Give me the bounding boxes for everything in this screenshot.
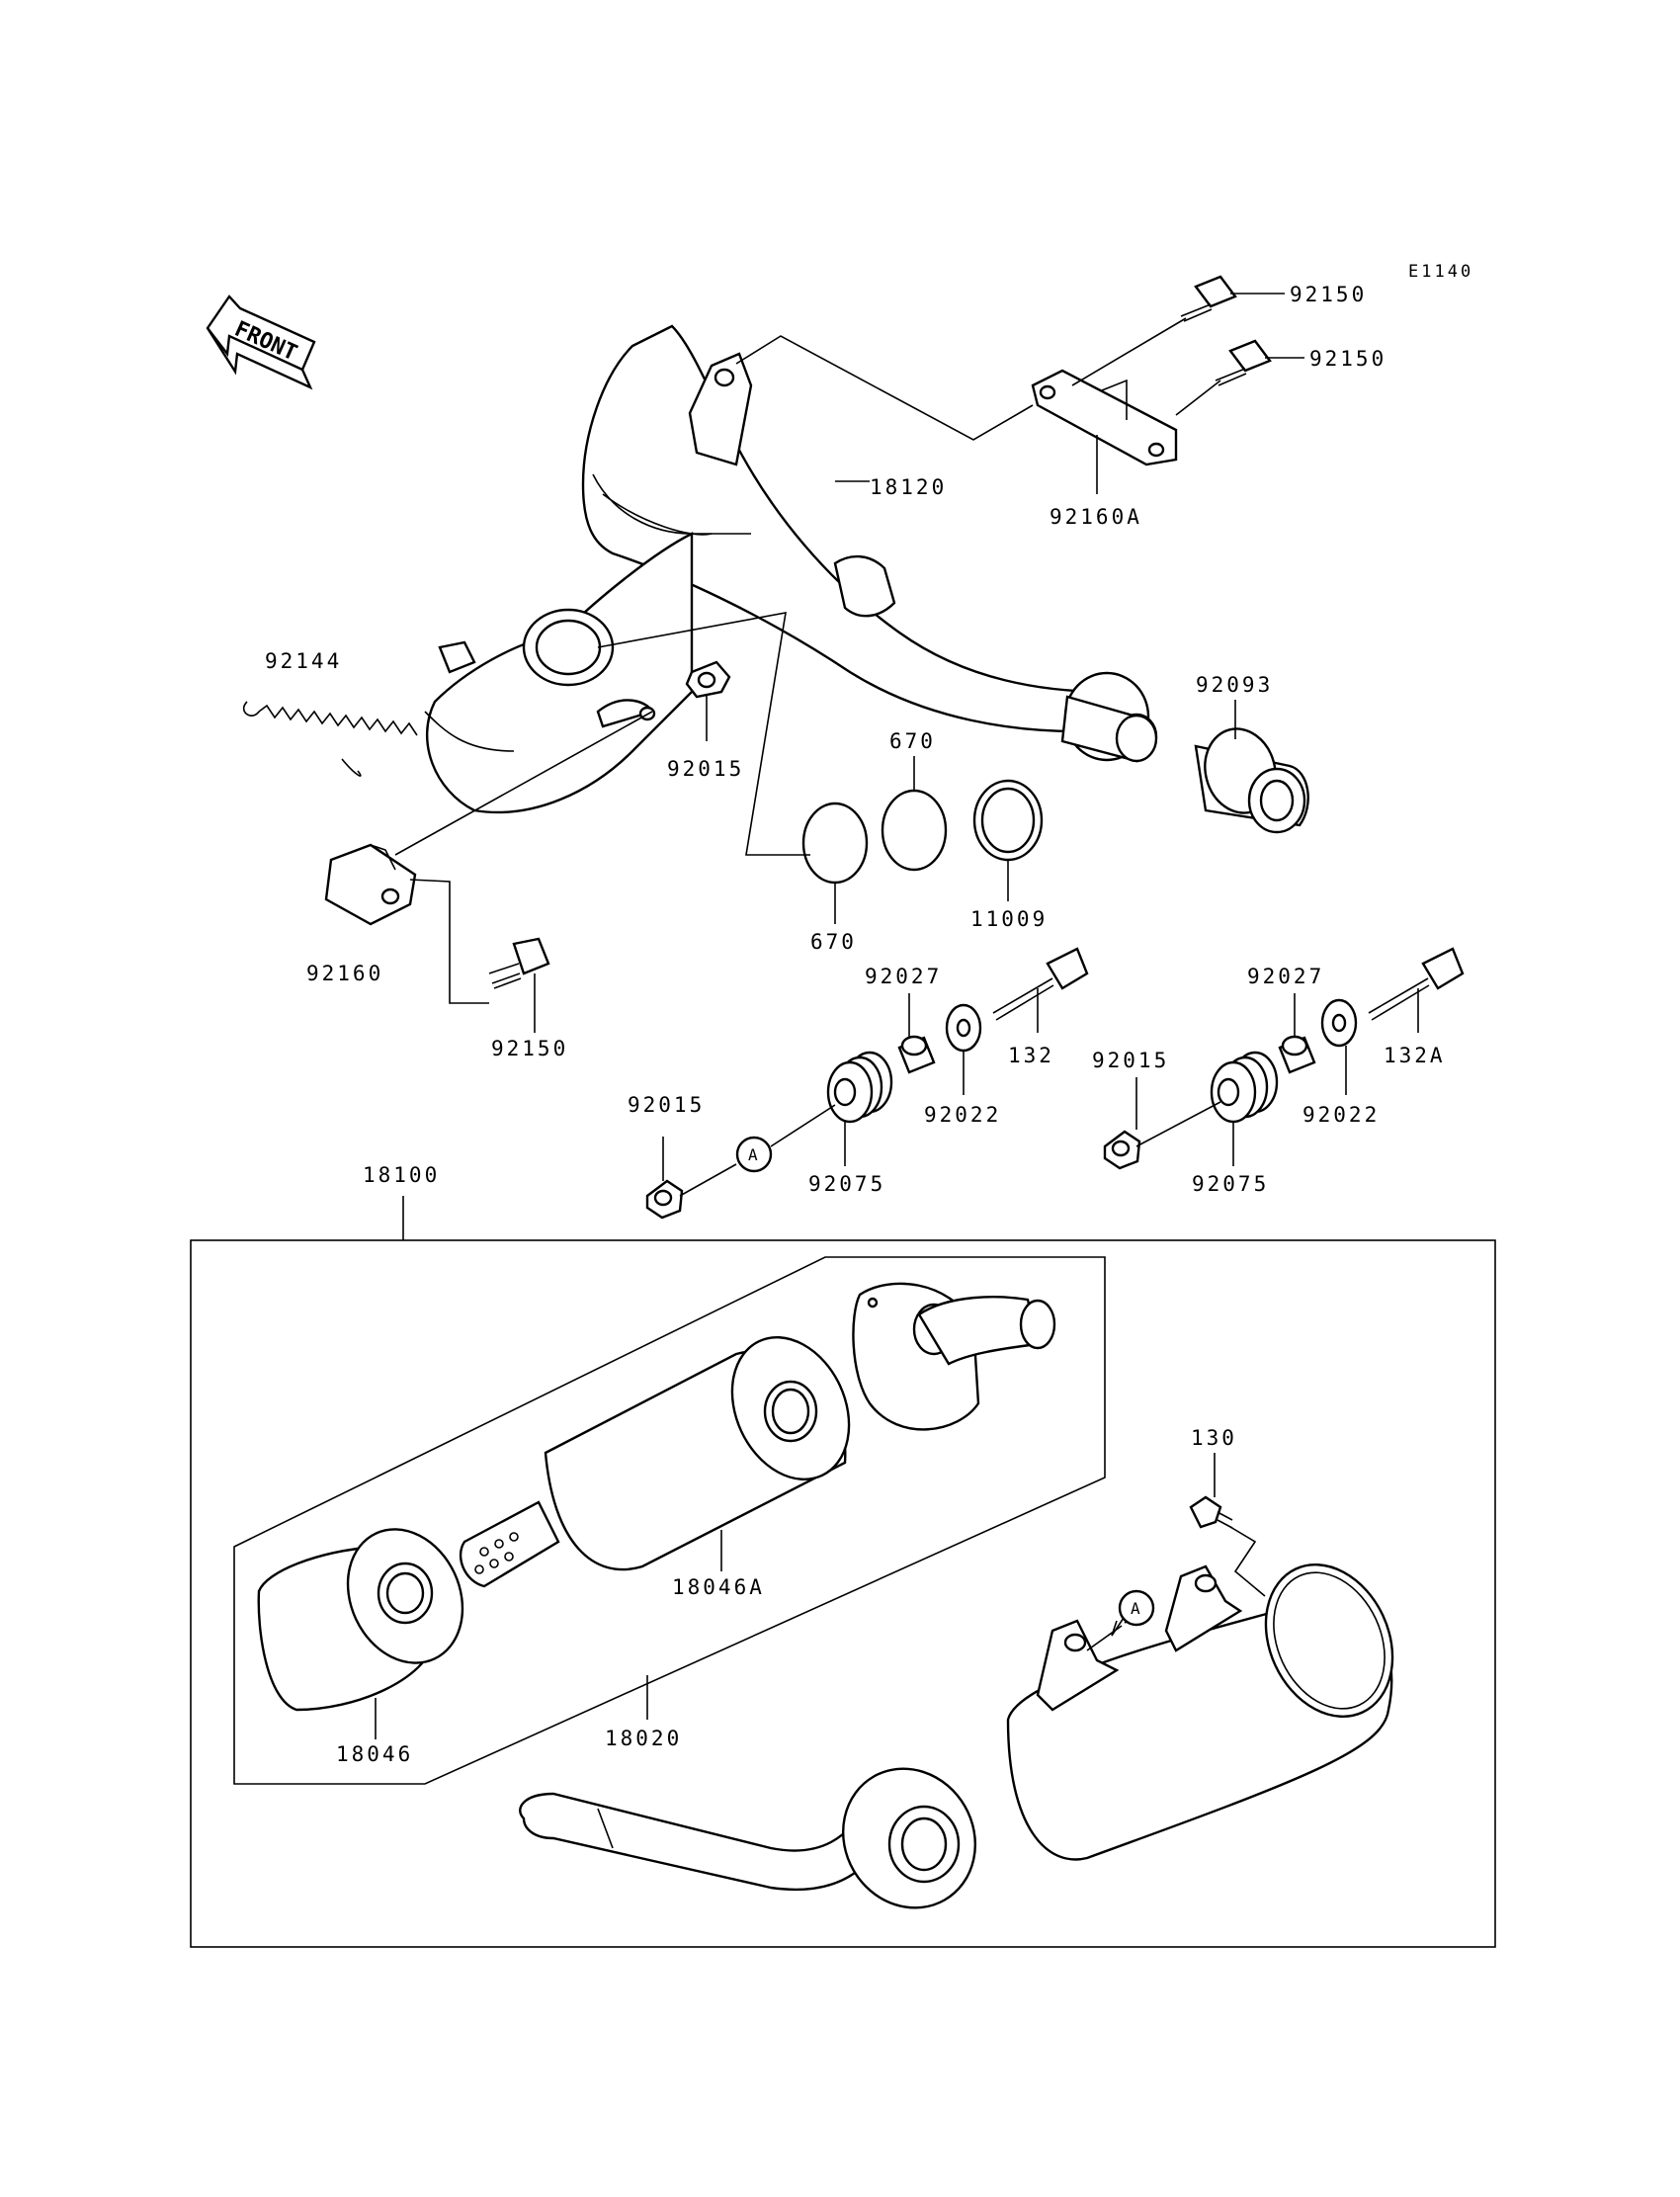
bracket-92160A (1031, 369, 1178, 466)
front-arrow-icon: FRONT (206, 295, 316, 390)
nut-92015-right (1103, 1130, 1141, 1170)
part-label-92150-b: 92150 (1309, 347, 1386, 371)
silencer-body (1006, 1563, 1394, 1861)
bolt-132 (992, 947, 1089, 1021)
part-label-92015-left: 92015 (628, 1093, 705, 1117)
silencer-inlet-cap (852, 1282, 1056, 1431)
nut-92015-left (645, 1179, 684, 1220)
part-label-670-upper: 670 (889, 729, 936, 753)
part-label-18046A: 18046A (672, 1575, 765, 1599)
part-label-18046: 18046 (336, 1742, 413, 1766)
gasket-670-lower (801, 802, 869, 885)
gasket-670-upper (881, 789, 948, 872)
part-label-18120: 18120 (870, 475, 947, 499)
part-label-92150-a: 92150 (1290, 283, 1367, 306)
collar-92027-left (897, 1035, 936, 1074)
callout-a-left (735, 1136, 773, 1173)
part-label-92075-left: 92075 (808, 1172, 885, 1196)
nut-92015-upper (685, 660, 731, 741)
part-label-92027-left: 92027 (865, 965, 942, 988)
collar-92027-right (1278, 1035, 1316, 1074)
header-pipe (519, 1767, 977, 1909)
silencer-canister-18046A (544, 1335, 851, 1571)
perforated-pipe (459, 1500, 560, 1588)
part-label-92144: 92144 (265, 649, 342, 673)
grommet-92075-right (1210, 1051, 1279, 1124)
part-label-92015-upper: 92015 (667, 757, 744, 781)
callout-a-left-label: A (748, 1145, 758, 1164)
part-label-92022-right: 92022 (1302, 1103, 1380, 1127)
part-label-130: 130 (1191, 1426, 1237, 1450)
part-label-18020: 18020 (605, 1727, 682, 1750)
part-label-92160A: 92160A (1050, 505, 1142, 529)
bolt-92150-lower (488, 937, 550, 1033)
part-label-132A: 132A (1384, 1044, 1446, 1067)
part-label-92027-right: 92027 (1247, 965, 1324, 988)
part-label-92075-right: 92075 (1192, 1172, 1269, 1196)
bolt-92150-upper-b (1215, 339, 1272, 386)
part-label-92015-right: 92015 (1092, 1049, 1169, 1072)
callout-a-right (1118, 1589, 1155, 1627)
washer-92022-right (1320, 998, 1358, 1048)
bolt-132A (1368, 947, 1465, 1021)
exhaust-chamber (424, 324, 1158, 814)
washer-92022-left (945, 1003, 982, 1053)
bolt-130 (1189, 1495, 1233, 1529)
grommet-92075-left (826, 1051, 893, 1124)
silencer-inner-group-frame (233, 1256, 1106, 1785)
part-label-92022-left: 92022 (924, 1103, 1001, 1127)
bracket-92160 (324, 843, 417, 926)
part-label-92150-c: 92150 (491, 1037, 568, 1060)
part-label-132: 132 (1008, 1044, 1054, 1067)
part-label-11009: 11009 (970, 907, 1048, 931)
silencer-assembly-frame (190, 1239, 1496, 1948)
collar-92093 (1194, 727, 1309, 834)
ring-11009 (972, 779, 1044, 862)
callout-a-right-label: A (1131, 1599, 1140, 1618)
part-label-18100: 18100 (363, 1163, 440, 1187)
silencer-end-cap-18046 (257, 1528, 464, 1712)
diagram-code: E1140 (1408, 262, 1473, 282)
bolt-92150-upper-a (1180, 275, 1237, 322)
part-label-670-lower: 670 (810, 930, 857, 954)
part-label-92093: 92093 (1196, 673, 1273, 697)
spring-92144 (242, 701, 418, 777)
part-label-92160: 92160 (306, 962, 383, 985)
